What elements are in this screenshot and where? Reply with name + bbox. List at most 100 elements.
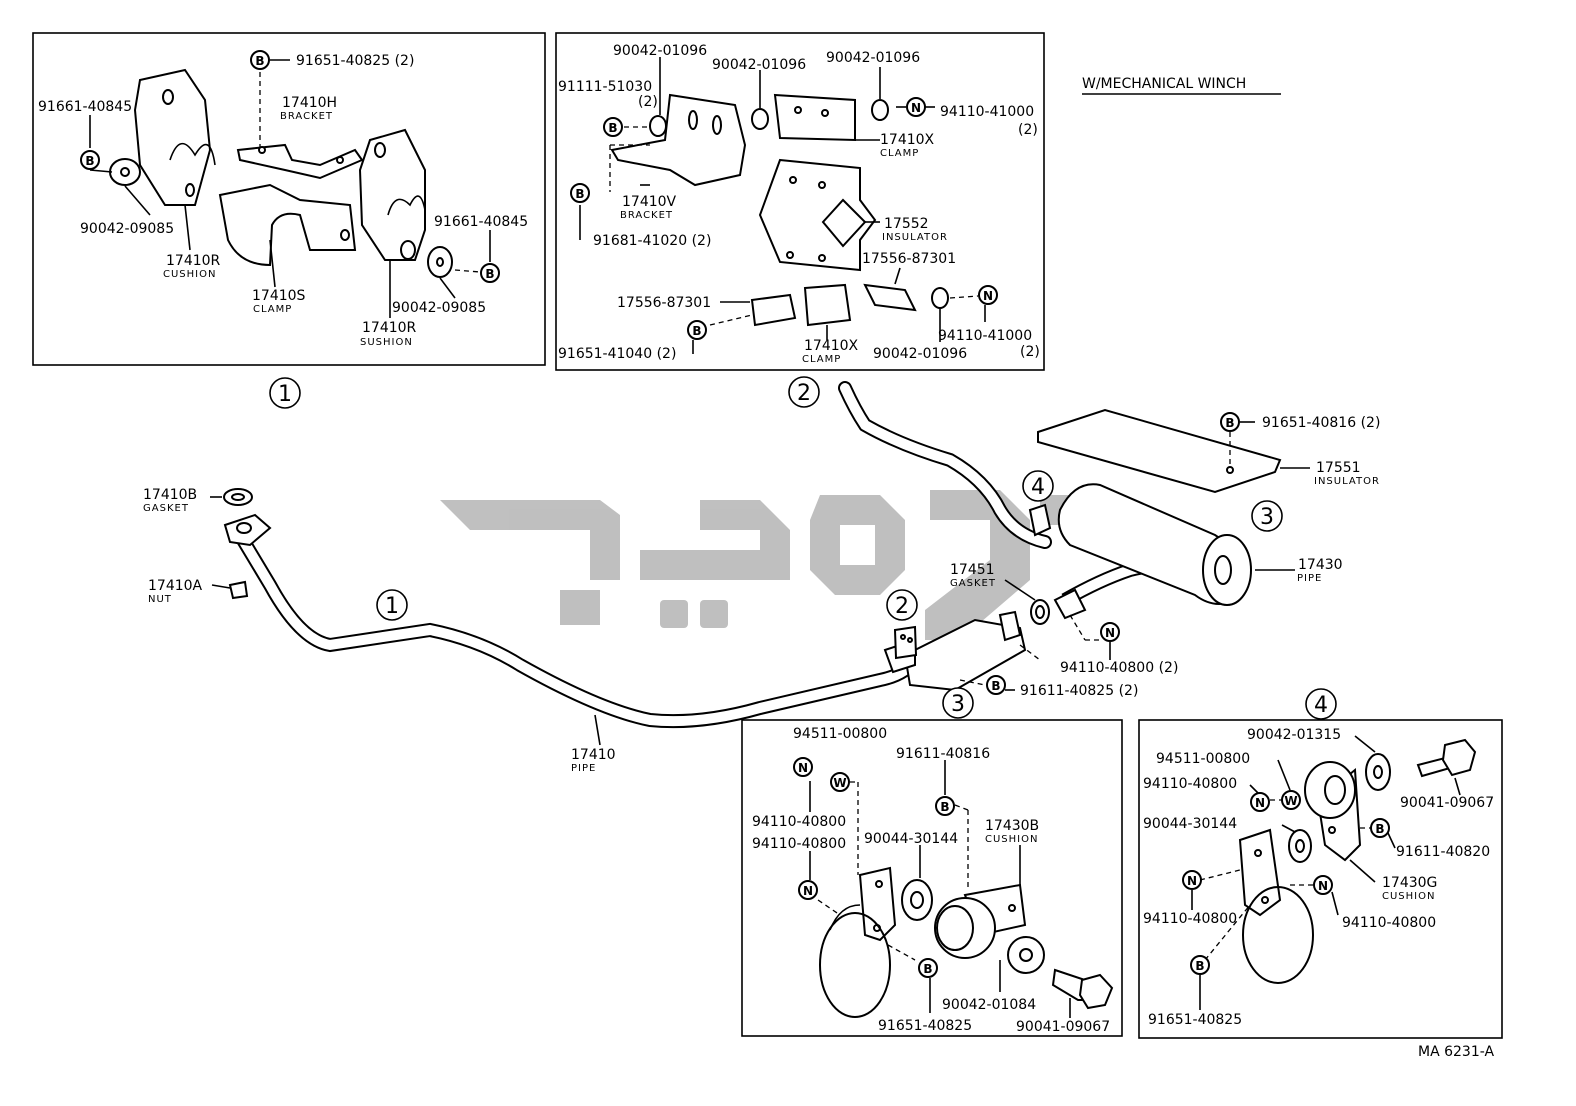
part-label: 91651-40825: [878, 1018, 972, 1034]
svg-text:B: B: [692, 324, 701, 338]
svg-text:B: B: [85, 154, 94, 168]
part-label: (2): [1018, 122, 1038, 138]
nut-symbol: N: [793, 757, 813, 777]
part-sublabel: CUSHION: [163, 269, 216, 280]
svg-text:1: 1: [385, 594, 399, 619]
winch-note: W/MECHANICAL WINCH: [1082, 76, 1246, 92]
part-label: 91611-40816: [896, 746, 990, 762]
callout-2: 2: [886, 589, 918, 621]
svg-text:W: W: [833, 776, 846, 790]
svg-text:1: 1: [278, 382, 292, 407]
part-label: 94110-40800 (2): [1060, 660, 1178, 676]
svg-text:B: B: [1225, 416, 1234, 430]
part-label: 17410R: [166, 253, 221, 269]
bolt-symbol: B: [1370, 818, 1390, 838]
svg-text:2: 2: [895, 594, 909, 619]
svg-text:N: N: [1105, 626, 1115, 640]
drawing-code: MA 6231-A: [1418, 1044, 1494, 1060]
part-label: 94110-41000: [938, 328, 1032, 344]
part-label: 91661-40845: [38, 99, 132, 115]
part-sublabel: INSULATOR: [1314, 476, 1380, 487]
part-label: 90042-01096: [613, 43, 707, 59]
bolt-symbol: B: [935, 796, 955, 816]
detail-box-2: B B B N N 90042-01096 90042-01096 90042-…: [555, 32, 1045, 371]
part-label: 17410: [571, 747, 616, 763]
part-label: 91651-41040 (2): [558, 346, 676, 362]
part-label: 90042-01084: [942, 997, 1036, 1013]
detail-box-1: B B B 91651-40825 (2) 17410H BRACKET 916…: [32, 32, 546, 366]
part-label: 94110-40800: [752, 814, 846, 830]
svg-text:B: B: [923, 962, 932, 976]
part-sublabel: GASKET: [143, 503, 189, 514]
part-label: 17552: [884, 216, 929, 232]
callout-4: 4: [1022, 470, 1054, 502]
part-label: 17430: [1298, 557, 1343, 573]
nut-symbol: N: [798, 880, 818, 900]
part-label: (2): [1020, 344, 1040, 360]
svg-text:N: N: [803, 884, 813, 898]
part-sublabel: CUSHION: [1382, 891, 1435, 902]
nut-symbol: N: [978, 285, 998, 305]
bolt-symbol: B: [570, 183, 590, 203]
part-sublabel: PIPE: [571, 763, 596, 774]
part-label: 91661-40845: [434, 214, 528, 230]
svg-text:B: B: [485, 267, 494, 281]
part-label: 17410X: [804, 338, 859, 354]
part-label: 17430B: [985, 818, 1039, 834]
part-label: 94511-00800: [1156, 751, 1250, 767]
part-sublabel: PIPE: [1297, 573, 1322, 584]
part-label: 17551: [1316, 460, 1361, 476]
nut-symbol: N: [1182, 870, 1202, 890]
part-label: 94110-41000: [940, 104, 1034, 120]
part-label: 91611-40820: [1396, 844, 1490, 860]
svg-text:N: N: [983, 289, 993, 303]
bolt-symbol: B: [687, 320, 707, 340]
callout-1: 1: [269, 377, 301, 409]
svg-text:W: W: [1284, 794, 1297, 808]
washer-symbol: W: [830, 772, 850, 792]
svg-text:B: B: [940, 800, 949, 814]
part-label: 91611-40825 (2): [1020, 683, 1138, 699]
part-label: 91681-41020 (2): [593, 233, 711, 249]
part-label: 17410A: [148, 578, 203, 594]
nut-symbol: N: [906, 97, 926, 117]
part-label: 94110-40800: [1342, 915, 1436, 931]
svg-text:B: B: [1195, 959, 1204, 973]
svg-text:4: 4: [1031, 475, 1045, 500]
part-label: 91651-40825 (2): [296, 53, 414, 69]
part-label: 90042-01096: [712, 57, 806, 73]
bolt-symbol: B: [480, 263, 500, 283]
watermark-logo: [440, 490, 1110, 640]
part-label: 17556-87301: [862, 251, 956, 267]
svg-text:N: N: [1318, 879, 1328, 893]
detail-box-3: N W B N B 94511-00800 91611-40816 94110-…: [741, 719, 1123, 1037]
part-label: 90042-01096: [873, 346, 967, 362]
svg-text:B: B: [1375, 822, 1384, 836]
bolt-symbol: B: [80, 150, 100, 170]
part-label: 17410V: [622, 194, 677, 210]
bolt-symbol: B: [250, 50, 270, 70]
washer-symbol: W: [1281, 790, 1301, 810]
part-label: 17410S: [252, 288, 306, 304]
part-label: 90042-09085: [80, 221, 174, 237]
svg-text:B: B: [608, 121, 617, 135]
part-label: 91651-40825: [1148, 1012, 1242, 1028]
part-label: 94110-40800: [1143, 776, 1237, 792]
nut-symbol: N: [1250, 792, 1270, 812]
part-sublabel: INSULATOR: [882, 232, 948, 243]
part-label: 17410H: [282, 95, 337, 111]
part-label: 90041-09067: [1016, 1019, 1110, 1035]
part-label: 94110-40800: [752, 836, 846, 852]
callout-4: 4: [1305, 688, 1337, 720]
part-sublabel: BRACKET: [280, 111, 333, 122]
part-sublabel: CLAMP: [802, 354, 841, 365]
part-label: 90042-09085: [392, 300, 486, 316]
part-label: 90042-01315: [1247, 727, 1341, 743]
part-label: 94511-00800: [793, 726, 887, 742]
part-label: 90041-09067: [1400, 795, 1494, 811]
part-label: 94110-40800: [1143, 911, 1237, 927]
svg-text:3: 3: [951, 692, 965, 717]
part-sublabel: CLAMP: [880, 148, 919, 159]
detail-box-4: N W B N N B 90042-01315 94511-00800 9411…: [1138, 719, 1503, 1039]
callout-2: 2: [788, 376, 820, 408]
